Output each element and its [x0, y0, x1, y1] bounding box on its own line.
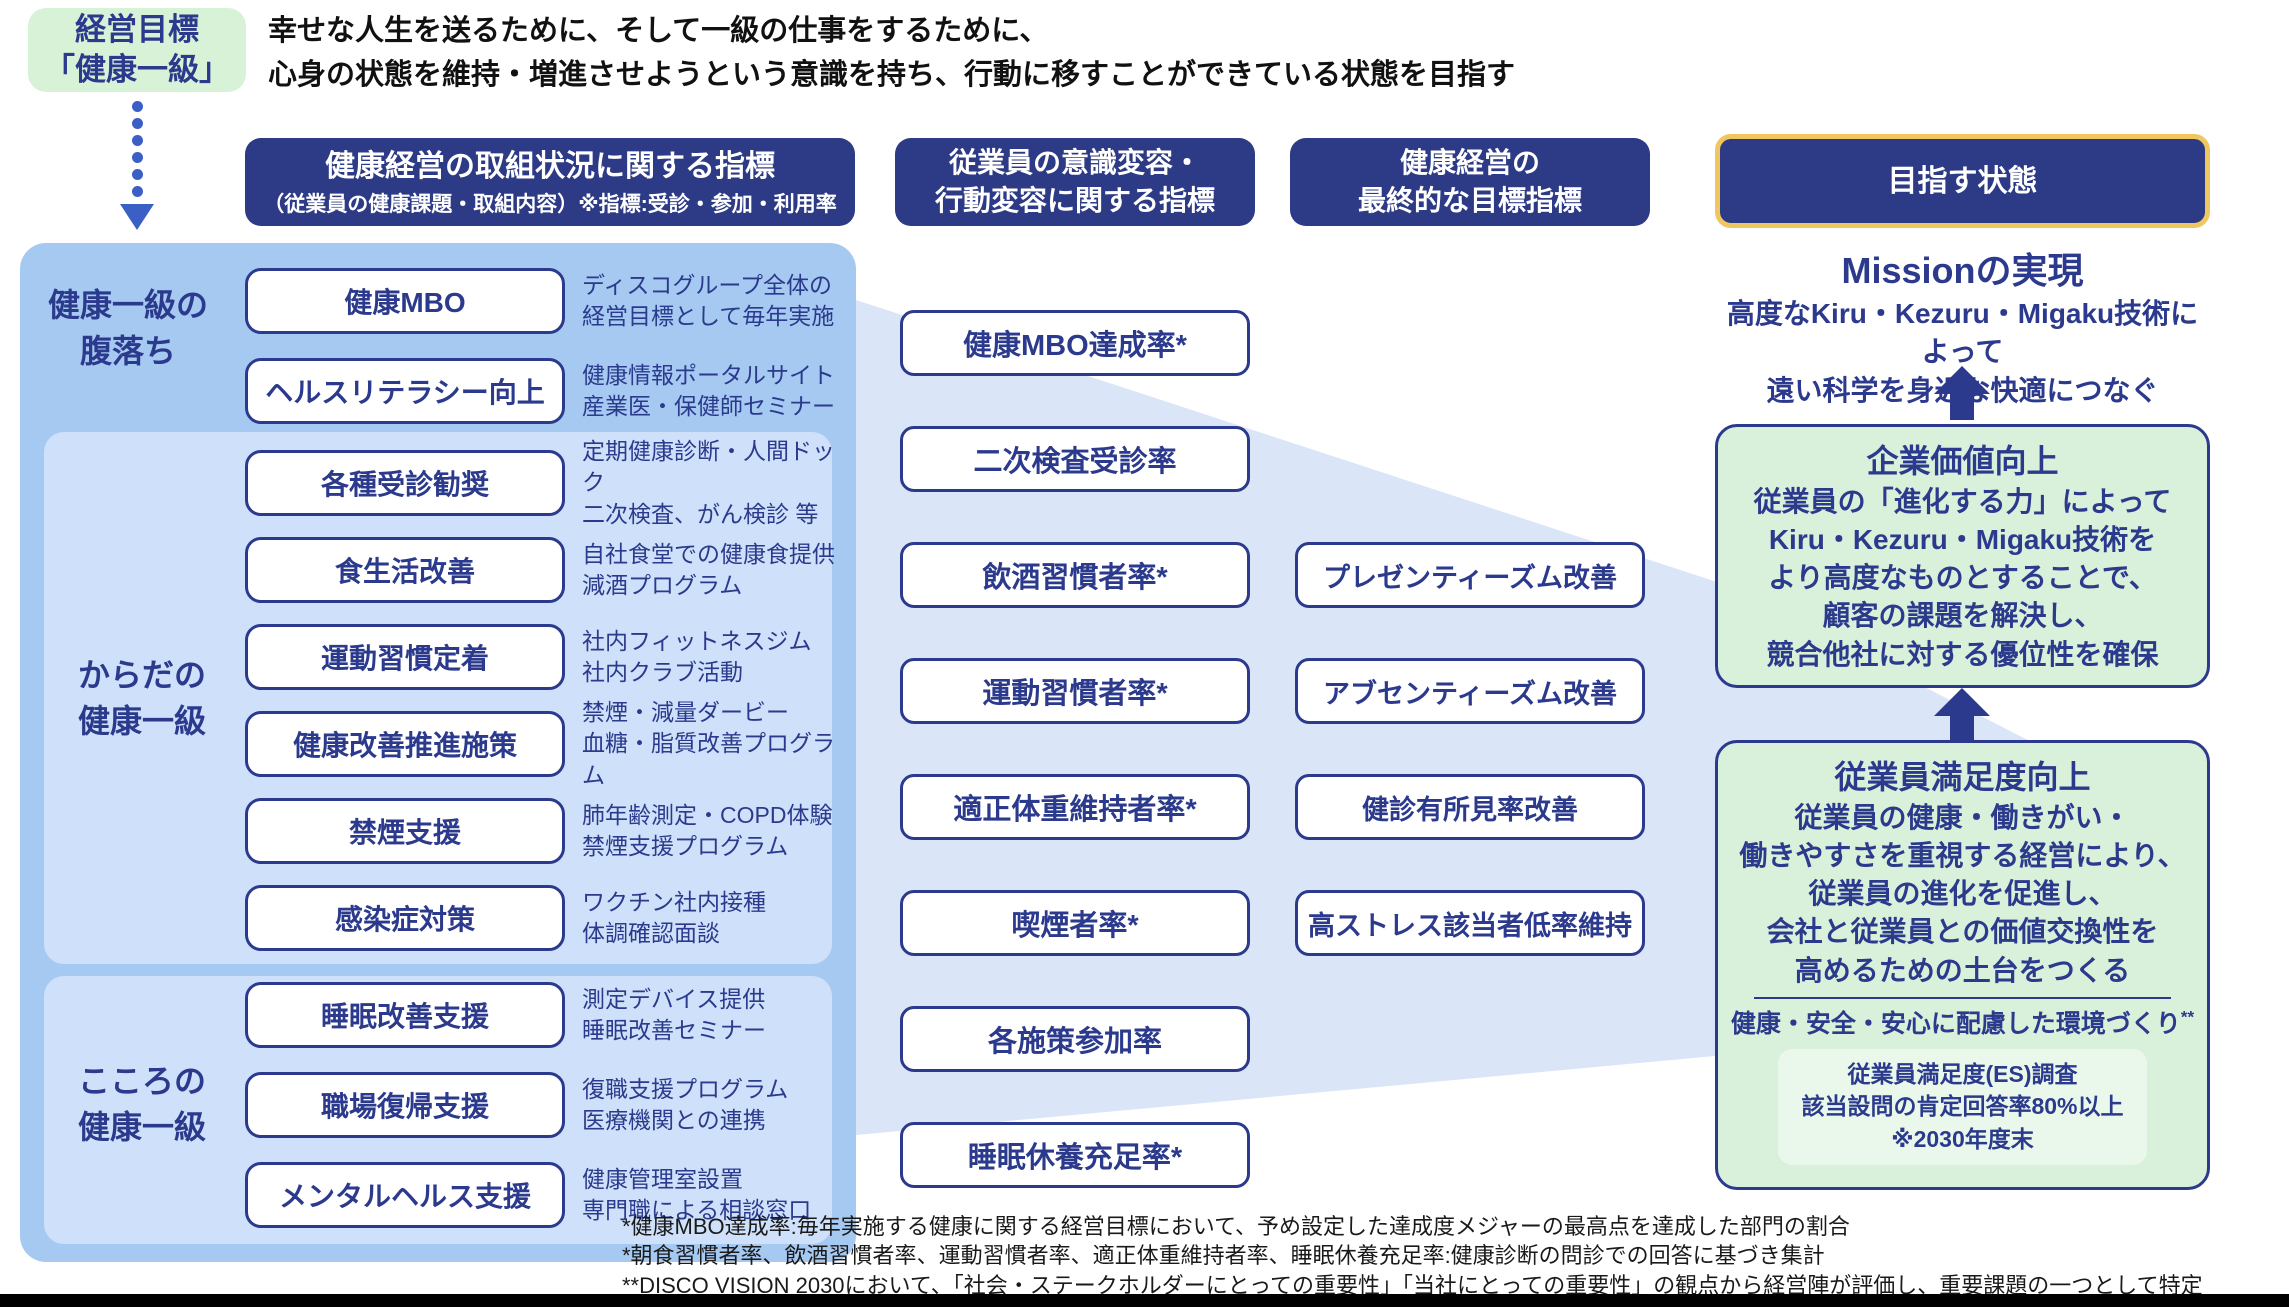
- section-label-understanding: 健康一級の 腹落ち: [47, 287, 208, 370]
- final-indicator-box: アブセンティーズム改善: [1295, 658, 1645, 724]
- corporate-value-title: 企業価値向上: [1866, 443, 2059, 479]
- awareness-indicator-box: 二次検査受診率: [900, 426, 1250, 492]
- measure-box: 禁煙支援: [245, 798, 565, 864]
- goal-statement-line2: 心身の状態を維持・増進させようという意識を持ち、行動に移すことができている状態を…: [268, 58, 1516, 91]
- measure-box: 運動習慣定着: [245, 624, 565, 690]
- es-survey-box: 従業員満足度(ES)調査 該当設問の肯定回答率80%以上 ※2030年度末: [1778, 1048, 2147, 1165]
- header-target-title: 目指す状態: [1887, 164, 2038, 198]
- dotted-down-arrow-icon: [120, 98, 154, 230]
- measure-desc: 復職支援プログラム医療機関との連携: [582, 1075, 789, 1133]
- final-indicator-box: 健診有所見率改善: [1295, 774, 1645, 840]
- measure-box: 健康MBO: [245, 268, 565, 334]
- measure-desc: 測定デバイス提供睡眠改善セミナー: [582, 985, 766, 1043]
- header-final-line1: 健康経営の: [1399, 147, 1540, 179]
- header-awareness-line2: 行動変容に関する指標: [934, 185, 1215, 216]
- header-awareness-indicators: 従業員の意識変容・ 行動変容に関する指標: [895, 138, 1255, 226]
- header-awareness-line1: 従業員の意識変容・: [948, 147, 1201, 179]
- measure-desc: 自社食堂での健康食提供減酒プログラム: [582, 540, 835, 598]
- header-target-state: 目指す状態: [1715, 134, 2210, 228]
- measure-box: ヘルスリテラシー向上: [245, 358, 565, 424]
- footnotes: *健康MBO達成率:毎年実施する健康に関する経営目標において、予め設定した達成度…: [622, 1212, 2282, 1300]
- measure-box: 各種受診勧奨: [245, 450, 565, 516]
- divider: [1754, 996, 2171, 999]
- awareness-indicator-box: 喫煙者率*: [900, 890, 1250, 956]
- header-final-line2: 最終的な目標指標: [1357, 185, 1582, 216]
- section-label-body-health: からだの 健康一級: [77, 657, 206, 740]
- footnote-line: **DISCO VISION 2030において、「社会・ステークホルダーにとって…: [622, 1272, 2203, 1298]
- mission-line1: 高度なKiru・Kezuru・Migaku技術によって: [1726, 297, 2199, 368]
- awareness-indicator-box: 健康MBO達成率*: [900, 310, 1250, 376]
- measure-box: メンタルヘルス支援: [245, 1162, 565, 1228]
- final-indicator-box: 高ストレス該当者低率維持: [1295, 890, 1645, 956]
- footnote-line: *健康MBO達成率:毎年実施する健康に関する経営目標において、予め設定した達成度…: [622, 1214, 1850, 1239]
- measure-desc: 定期健康診断・人間ドック二次検査、がん検診 等: [582, 438, 835, 527]
- mission-title: Missionの実現: [1841, 250, 2084, 291]
- up-arrow-icon: [1934, 688, 1990, 740]
- footnote-line: *朝食習慣者率、飲酒習慣者率、運動習慣者率、適正体重維持者率、睡眠休養充足率:健…: [622, 1243, 1825, 1269]
- environment-line: 健康・安全・安心に配慮した環境づくり**: [1730, 1007, 2195, 1038]
- measure-box: 感染症対策: [245, 885, 565, 951]
- bottom-black-bar: [0, 1294, 2289, 1307]
- final-indicator-box: プレゼンティーズム改善: [1295, 542, 1645, 608]
- employee-satisfaction-title: 従業員満足度向上: [1834, 759, 2091, 795]
- body-health-section-background: [44, 432, 832, 964]
- measure-box: 食生活改善: [245, 537, 565, 603]
- measure-box: 睡眠改善支援: [245, 982, 565, 1048]
- header-final-indicators: 健康経営の 最終的な目標指標: [1290, 138, 1650, 226]
- awareness-indicator-box: 睡眠休養充足率*: [900, 1122, 1250, 1188]
- measure-desc: 健康情報ポータルサイト産業医・保健師セミナー: [582, 361, 835, 419]
- measure-desc: ディスコグループ全体の経営目標として毎年実施: [582, 271, 835, 329]
- corporate-value-box: 企業価値向上 従業員の「進化する力」によって Kiru・Kezuru・Migak…: [1715, 424, 2210, 688]
- awareness-indicator-box: 飲酒習慣者率*: [900, 542, 1250, 608]
- awareness-indicator-box: 運動習慣者率*: [900, 658, 1250, 724]
- goal-badge-line2: 「健康一級」: [44, 52, 230, 87]
- measure-desc: 社内フィットネスジム社内クラブ活動: [582, 627, 812, 685]
- employee-satisfaction-box: 従業員満足度向上 従業員の健康・働きがい・ 働きやすさを重視する経営により、 従…: [1715, 740, 2210, 1190]
- section-label-mind-health: こころの 健康一級: [77, 1063, 206, 1146]
- header-initiative-title: 健康経営の取組状況に関する指標: [325, 149, 775, 183]
- measure-box: 職場復帰支援: [245, 1072, 565, 1138]
- goal-badge-line1: 経営目標: [75, 11, 199, 47]
- goal-badge: 経営目標 「健康一級」: [28, 8, 246, 92]
- goal-statement: 幸せな人生を送るために、そして一級の仕事をするために、 心身の状態を維持・増進さ…: [268, 10, 1515, 97]
- awareness-indicator-box: 各施策参加率: [900, 1006, 1250, 1072]
- measure-box: 健康改善推進施策: [245, 711, 565, 777]
- measure-desc: 健康管理室設置専門職による相談窓口: [582, 1165, 812, 1223]
- header-initiative-subtitle: （従業員の健康課題・取組内容）※指標:受診・参加・利用率: [263, 192, 837, 216]
- up-arrow-icon: [1934, 366, 1990, 420]
- measure-desc: ワクチン社内接種体調確認面談: [582, 888, 766, 946]
- goal-statement-line1: 幸せな人生を送るために、そして一級の仕事をするために、: [268, 15, 1049, 47]
- header-initiative-indicators: 健康経営の取組状況に関する指標 （従業員の健康課題・取組内容）※指標:受診・参加…: [245, 138, 855, 226]
- measure-desc: 禁煙・減量ダービー血糖・脂質改善プログラム: [582, 699, 835, 788]
- awareness-indicator-box: 適正体重維持者率*: [900, 774, 1250, 840]
- measure-desc: 肺年齢測定・COPD体験禁煙支援プログラム: [582, 801, 833, 859]
